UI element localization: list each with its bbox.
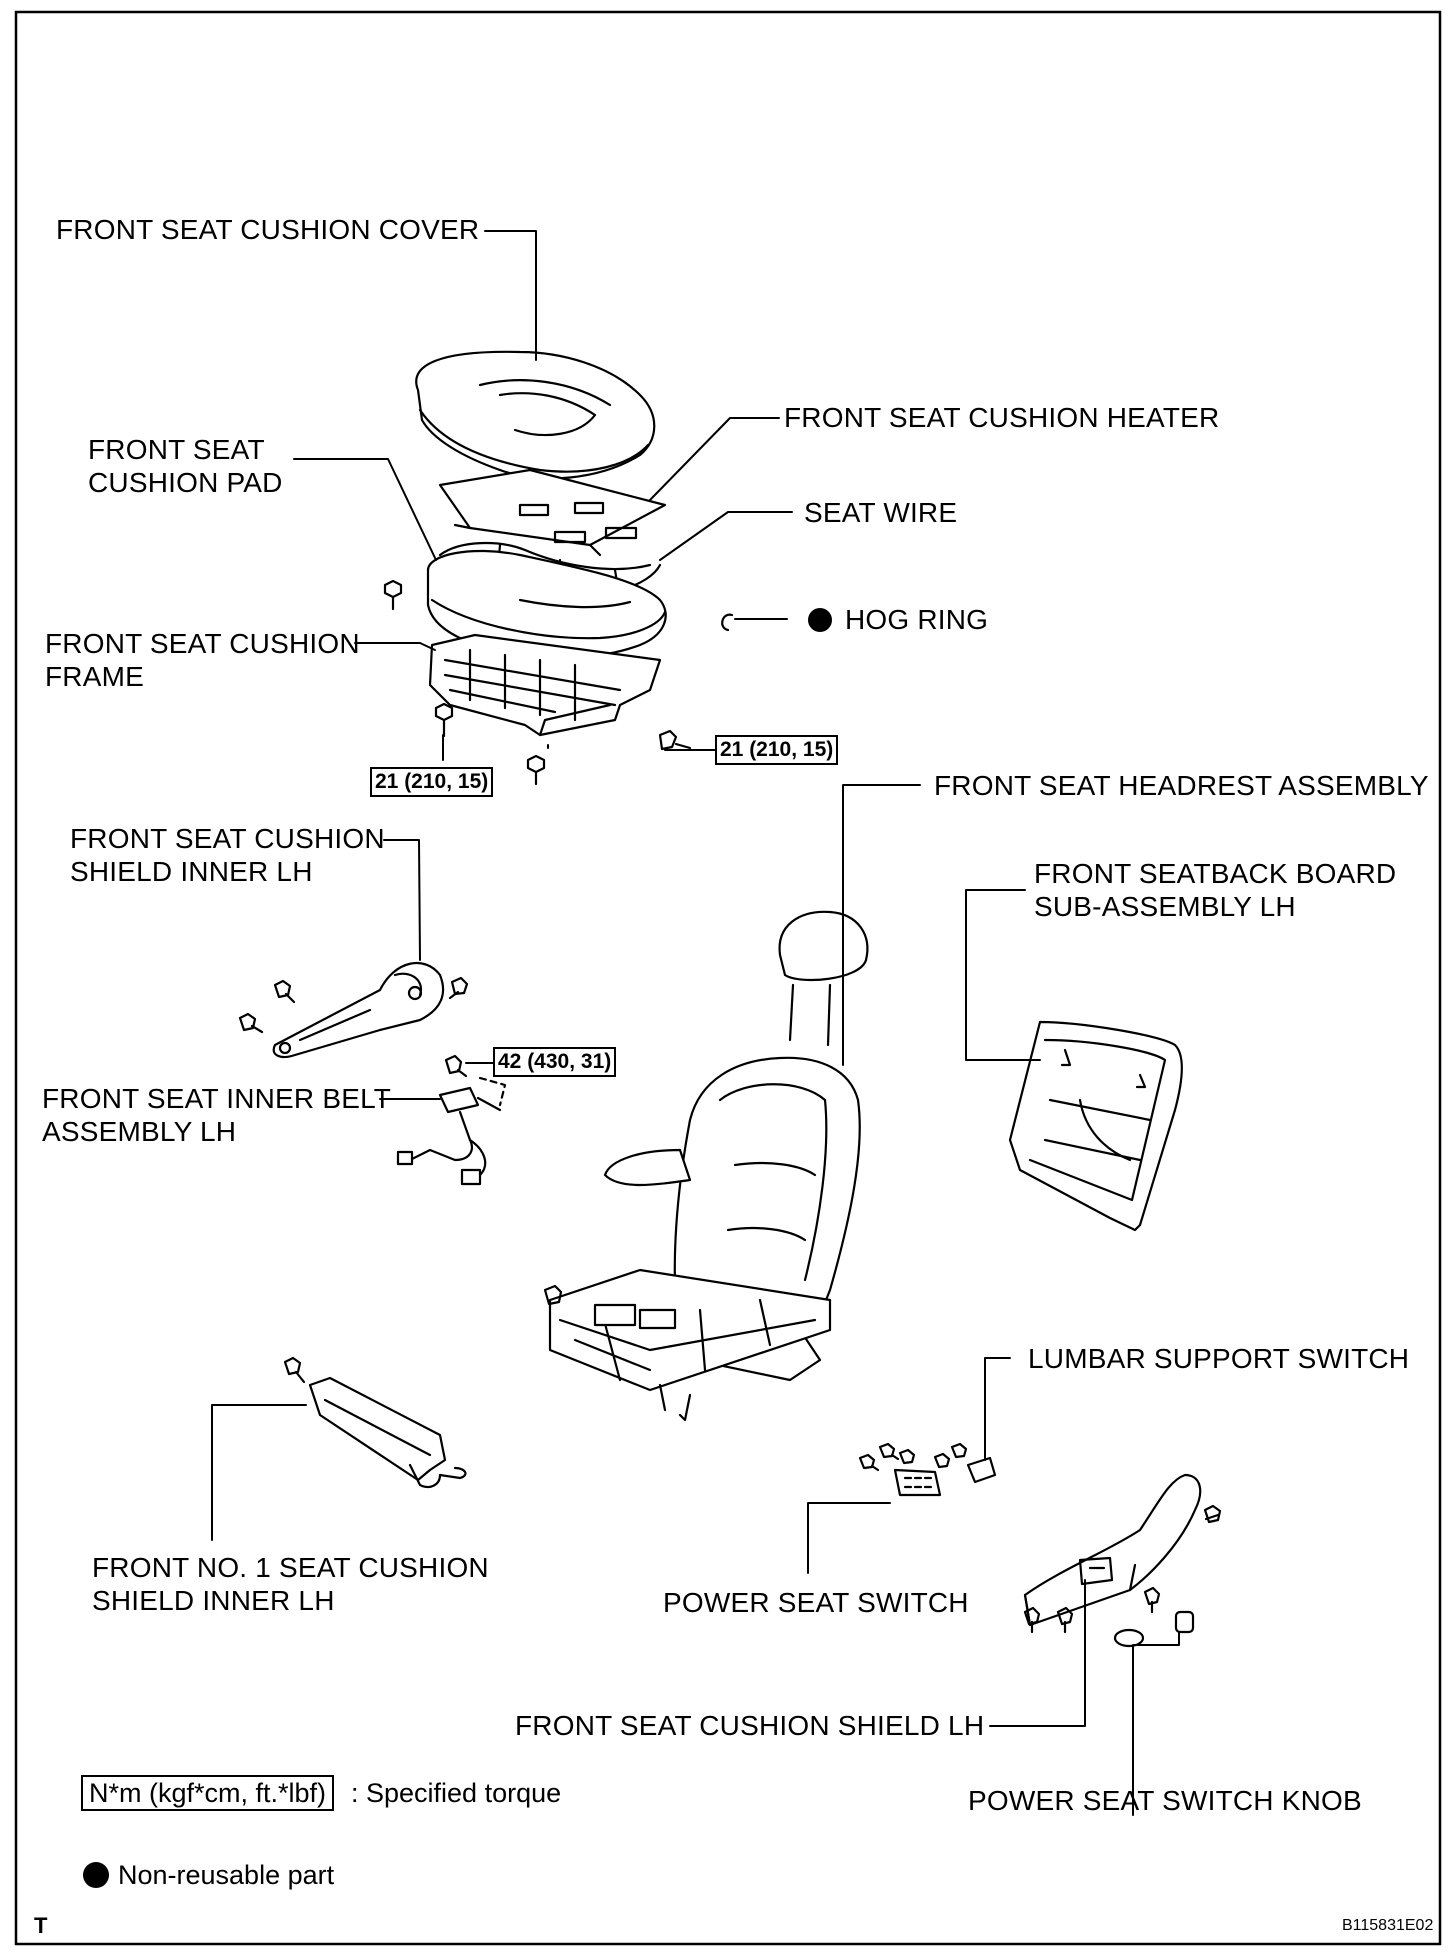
label-cushion-heater: FRONT SEAT CUSHION HEATER bbox=[784, 402, 1220, 433]
figure-id: B115831E02 bbox=[1342, 1917, 1434, 1934]
label-shield-inner: FRONT SEAT CUSHION SHIELD INNER LH bbox=[70, 823, 385, 887]
torque-frame-left: 21 (210, 15) bbox=[370, 767, 494, 797]
cushion-frame-part bbox=[428, 633, 662, 737]
torque-frame-right: 21 (210, 15) bbox=[715, 735, 839, 765]
shield-inner-part bbox=[238, 961, 469, 1059]
label-cushion-pad: FRONT SEAT CUSHION PAD bbox=[88, 434, 283, 498]
seat-assembly-part bbox=[543, 1056, 861, 1422]
inner-belt-part bbox=[396, 1054, 507, 1186]
label-hog-ring: HOG RING bbox=[845, 604, 989, 635]
hog-ring-shape bbox=[721, 613, 734, 632]
legend-torque-text: : Specified torque bbox=[351, 1778, 562, 1808]
seatback-board-part bbox=[1008, 1020, 1183, 1232]
label-cushion-shield: FRONT SEAT CUSHION SHIELD LH bbox=[515, 1710, 985, 1741]
label-headrest: FRONT SEAT HEADREST ASSEMBLY bbox=[934, 770, 1429, 801]
knob-parts bbox=[1113, 1610, 1195, 1648]
legend-torque-unit: N*m (kgf*cm, ft.*lbf) bbox=[81, 1775, 335, 1811]
switch-parts bbox=[858, 1442, 997, 1497]
torque-belt: 42 (430, 31) bbox=[493, 1047, 617, 1077]
label-seatback-board: FRONT SEATBACK BOARD SUB-ASSEMBLY LH bbox=[1034, 858, 1397, 922]
label-seat-wire: SEAT WIRE bbox=[804, 497, 958, 528]
no1-shield-inner-part bbox=[283, 1356, 467, 1489]
corner-mark: T bbox=[34, 1913, 48, 1938]
label-cushion-frame: FRONT SEAT CUSHION FRAME bbox=[45, 628, 360, 692]
label-cushion-cover: FRONT SEAT CUSHION COVER bbox=[56, 214, 480, 245]
label-switch-knob: POWER SEAT SWITCH KNOB bbox=[968, 1785, 1362, 1816]
cushion-cover-part bbox=[415, 350, 656, 480]
cushion-bolts bbox=[383, 579, 692, 786]
hog-ring-nonreusable-dot bbox=[808, 608, 832, 632]
headrest-part bbox=[778, 910, 869, 1047]
label-no1-shield-inner: FRONT NO. 1 SEAT CUSHION SHIELD INNER LH bbox=[92, 1552, 489, 1616]
cushion-heater-part bbox=[438, 468, 667, 557]
frame-border bbox=[14, 10, 1442, 1946]
legend-nonreusable-dot bbox=[83, 1862, 109, 1888]
cushion-shield-part bbox=[1023, 1473, 1222, 1634]
leader-lines bbox=[211, 230, 1180, 1816]
legend-nonreusable-text: Non-reusable part bbox=[118, 1860, 335, 1890]
label-inner-belt: FRONT SEAT INNER BELT ASSEMBLY LH bbox=[42, 1083, 392, 1147]
label-lumbar-switch: LUMBAR SUPPORT SWITCH bbox=[1028, 1343, 1410, 1374]
label-power-seat-switch: POWER SEAT SWITCH bbox=[663, 1587, 969, 1618]
